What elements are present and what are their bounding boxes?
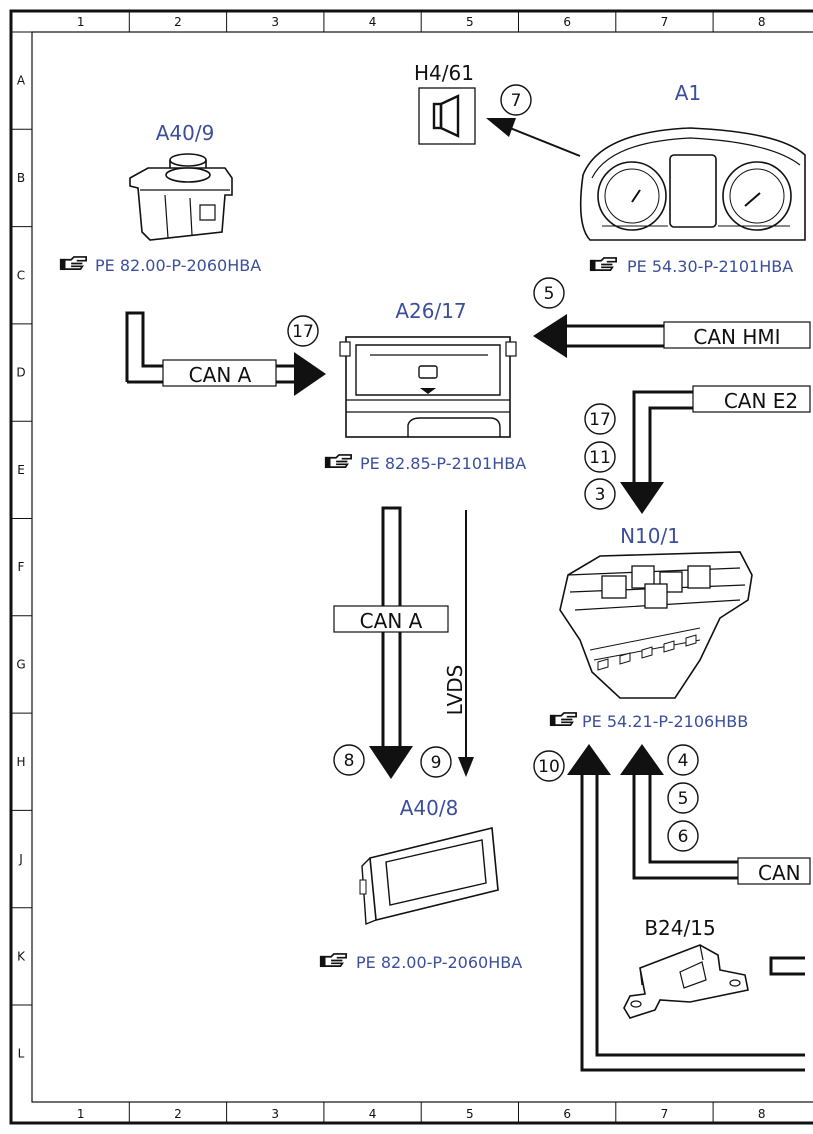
svg-text:PE 54.30-P-2101HBA: PE 54.30-P-2101HBA — [627, 257, 793, 276]
can-partial-label-box — [737, 857, 811, 885]
svg-text:PE 82.85-P-2101HBA: PE 82.85-P-2101HBA — [360, 454, 526, 473]
marker-3: 3 — [595, 485, 606, 505]
row-label: D — [16, 366, 25, 380]
can-e2-label: CAN E2 — [724, 389, 798, 413]
a40-9-label: A40/9 — [156, 121, 215, 145]
col-label-top: 1 — [77, 15, 85, 29]
can-partial-label: CAN — [758, 861, 801, 885]
b24-15-label: B24/15 — [644, 916, 715, 940]
marker-4-circle — [667, 744, 699, 776]
row-label: H — [16, 755, 25, 769]
marker-17-a26-circle — [287, 315, 319, 347]
a1-instrument-cluster — [579, 127, 806, 241]
marker-17-a26: 17 — [292, 322, 314, 342]
lvds-line — [458, 510, 474, 777]
marker-10: 10 — [538, 757, 560, 777]
col-label-bottom: 8 — [758, 1107, 766, 1121]
n10-1-module — [559, 551, 753, 699]
marker-5-low: 5 — [678, 789, 689, 809]
row-label: B — [17, 171, 25, 185]
marker-8: 8 — [344, 751, 355, 771]
col-label-bottom: 1 — [77, 1107, 85, 1121]
col-label-top: 4 — [369, 15, 377, 29]
marker-11: 11 — [589, 448, 611, 468]
speaker-icon — [432, 94, 460, 138]
pointing-hand-icon — [319, 953, 347, 968]
arrow-a1-to-h4-61 — [486, 118, 581, 157]
grid-frame — [9, 9, 813, 1125]
marker-7-circle — [500, 84, 532, 116]
lvds-label: LVDS — [443, 665, 467, 716]
can-a-down-label: CAN A — [360, 609, 423, 633]
a40-8-display — [359, 827, 499, 926]
row-label: E — [17, 463, 25, 477]
a26-17-label: A26/17 — [395, 299, 466, 323]
a40-9-reference: PE 82.00-P-2060HBA — [59, 256, 261, 275]
col-label-bottom: 4 — [369, 1107, 377, 1121]
marker-7: 7 — [511, 91, 522, 111]
can-a-down-label-box — [333, 605, 449, 633]
marker-5-top: 5 — [544, 284, 555, 304]
col-label-top: 7 — [661, 15, 669, 29]
svg-text:PE 82.00-P-2060HBA: PE 82.00-P-2060HBA — [356, 953, 522, 972]
pointing-hand-icon — [324, 454, 352, 469]
can-hmi-label-box — [663, 321, 811, 349]
b24-15-line — [567, 744, 805, 1072]
a40-8-reference: PE 82.00-P-2060HBA — [319, 953, 522, 972]
marker-9-circle — [420, 746, 452, 778]
a26-17-reference: PE 82.85-P-2101HBA — [324, 454, 526, 473]
col-label-top: 2 — [174, 15, 182, 29]
marker-4: 4 — [678, 751, 689, 771]
row-label: C — [17, 268, 25, 282]
col-label-bottom: 2 — [174, 1107, 182, 1121]
h4-61-label: H4/61 — [414, 61, 474, 85]
row-label: G — [16, 657, 25, 671]
svg-text:PE 54.21-P-2106HBB: PE 54.21-P-2106HBB — [582, 712, 748, 731]
svg-text:PE 82.00-P-2060HBA: PE 82.00-P-2060HBA — [95, 256, 261, 275]
marker-6-circle — [667, 820, 699, 852]
a26-17-unit — [339, 336, 517, 438]
col-label-bottom: 7 — [661, 1107, 669, 1121]
can-e2-label-box — [692, 385, 811, 413]
row-label: A — [17, 74, 26, 88]
a40-8-label: A40/8 — [400, 796, 459, 820]
pointing-hand-icon — [59, 256, 87, 271]
row-label: L — [18, 1047, 25, 1061]
pointing-hand-icon — [549, 712, 577, 727]
col-label-bottom: 3 — [271, 1107, 279, 1121]
a1-label: A1 — [675, 81, 701, 105]
can-a-left-label-box — [162, 359, 277, 387]
can-a-left-label: CAN A — [189, 363, 252, 387]
b24-15-stub-line — [769, 956, 805, 976]
marker-6: 6 — [678, 827, 689, 847]
n10-1-label: N10/1 — [620, 524, 680, 548]
b24-15-sensor — [623, 944, 749, 1019]
pointing-hand-icon — [589, 257, 617, 272]
can-a-down-line — [369, 506, 413, 779]
marker-5-top-circle — [533, 277, 565, 309]
col-label-top: 5 — [466, 15, 474, 29]
marker-5-low-circle — [667, 782, 699, 814]
n10-1-reference: PE 54.21-P-2106HBB — [549, 712, 748, 731]
can-hmi-label: CAN HMI — [693, 325, 780, 349]
row-label: K — [17, 949, 26, 963]
marker-17-n10-circle — [584, 403, 616, 435]
col-label-top: 8 — [758, 15, 766, 29]
marker-8-circle — [333, 744, 365, 776]
marker-9: 9 — [431, 753, 442, 773]
col-label-top: 6 — [563, 15, 571, 29]
a40-9-module — [129, 153, 233, 241]
col-label-bottom: 6 — [563, 1107, 571, 1121]
marker-10-circle — [533, 750, 565, 782]
row-label: F — [18, 560, 25, 574]
h4-61-speaker — [418, 87, 476, 145]
a1-reference: PE 54.30-P-2101HBA — [589, 257, 793, 276]
row-label: J — [18, 852, 23, 866]
col-label-bottom: 5 — [466, 1107, 474, 1121]
col-label-top: 3 — [271, 15, 279, 29]
marker-17-n10: 17 — [589, 410, 611, 430]
marker-11-circle — [584, 441, 616, 473]
marker-3-circle — [584, 478, 616, 510]
